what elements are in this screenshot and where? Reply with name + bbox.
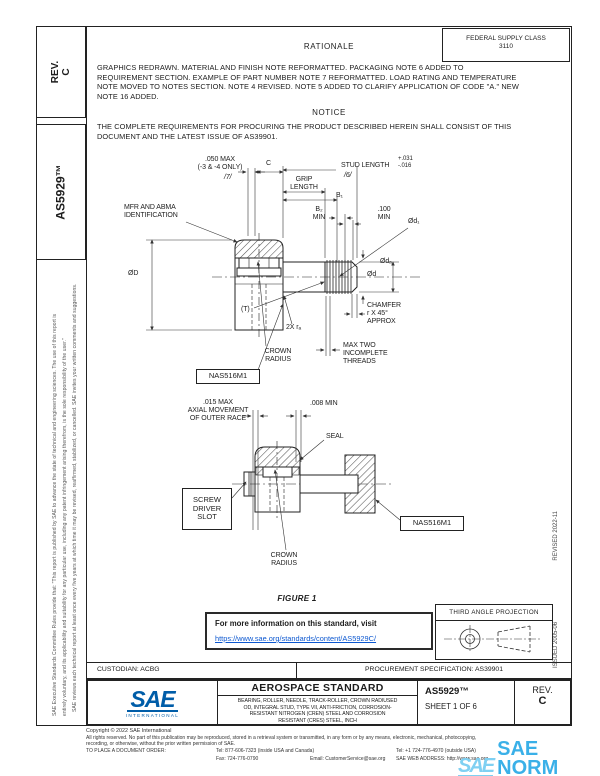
tel-outside: Tel: +1 724-776-4970 (outside USA) <box>396 748 476 754</box>
figure-1-line-art <box>146 166 420 551</box>
notice-text: THE COMPLETE REQUIREMENTS FOR PROCURING … <box>97 122 512 141</box>
rationale-heading: RATIONALE <box>303 42 355 51</box>
dim-label-b1: B₁ <box>336 192 343 199</box>
sae-logo-text: SAE <box>127 687 178 712</box>
rev-value: C <box>60 68 72 76</box>
figure-1: .050 MAX (-3 & -4 ONLY) /7/ C STUD LENGT… <box>86 150 478 608</box>
federal-supply-class-box: FEDERAL SUPPLY CLASS 3110 <box>442 28 570 62</box>
document-number-cell: AS5929™ SHEET 1 OF 6 <box>418 681 515 724</box>
dim-label-dia-d: Ød <box>367 271 377 278</box>
sidebar-divider <box>86 26 87 726</box>
label-axial-movement: .015 MAX AXIAL MOVEMENT OF OUTER RACE <box>187 399 249 423</box>
dim-label-008-min: .008 MIN <box>310 400 338 407</box>
note-ref-6: /6/ <box>344 172 352 179</box>
top-view-part <box>212 233 420 339</box>
dim-label-dia-D: ØD <box>128 270 139 277</box>
label-box-nas516m1-top: NAS516M1 <box>196 369 260 384</box>
fsc-label: FEDERAL SUPPLY CLASS <box>466 35 546 42</box>
disclaimer-column-2: entirely voluntary, and its applicabilit… <box>62 338 68 716</box>
standard-type: AEROSPACE STANDARD <box>218 681 417 696</box>
fax: Fax: 724-776-0790 <box>216 756 259 762</box>
sae-norm-watermark: SAE SAE NORM INTERNATIONAL ―――――― ○ ――――… <box>458 738 600 776</box>
label-crown-radius-bottom: CROWN RADIUS <box>270 552 298 568</box>
dim-label-dia-da: Ødₐ <box>380 258 392 265</box>
tel-inside: Tel: 877-606-7323 (inside USA and Canada… <box>216 748 315 754</box>
revision-value: C <box>538 695 547 707</box>
sae-logo-subtext: INTERNATIONAL <box>125 712 180 718</box>
bottom-view-dimensions <box>231 410 401 551</box>
sheet-number: SHEET 1 OF 6 <box>425 702 477 711</box>
label-mfr-abma-identification: MFR AND ABMA IDENTIFICATION <box>124 204 178 220</box>
revision-label: REV. <box>532 685 553 695</box>
document-number: AS5929™ <box>425 686 469 697</box>
standard-title: BEARING, ROLLER, NEEDLE, TRACK-ROLLER, C… <box>237 698 398 724</box>
more-info-text: For more information on this standard, v… <box>215 619 377 628</box>
custodian-row: CUSTODIAN: ACBG PROCUREMENT SPECIFICATIO… <box>86 662 572 679</box>
third-angle-projection-icon <box>444 625 542 653</box>
top-view-dimensions <box>146 166 409 371</box>
email: Email: CustomerService@sae.org <box>310 756 386 762</box>
watermark-sae-glyph: SAE <box>458 755 495 776</box>
standard-link[interactable]: https://www.sae.org/standards/content/AS… <box>215 634 377 643</box>
dim-label-stud-tolerance: +.031 -.016 <box>398 156 413 169</box>
revision-history-vertical: ISSUED 2005-06 REVISED 2022-11 <box>553 511 559 668</box>
procurement-specification: PROCUREMENT SPECIFICATION: AS39901 <box>365 666 503 673</box>
sae-logo: SAE INTERNATIONAL <box>88 681 218 724</box>
custodian: CUSTODIAN: ACBG <box>87 663 297 678</box>
rev-label: REV. <box>49 60 61 84</box>
dim-label-b2-min: B₂ MIN <box>312 206 326 222</box>
bottom-view-part <box>232 441 392 519</box>
revision-cell: REV. C <box>515 681 570 724</box>
disclaimer-column-1: SAE Executive Standards Committee Rules … <box>52 313 58 716</box>
label-seal: SEAL <box>326 433 344 440</box>
third-angle-projection-box: THIRD ANGLE PROJECTION <box>435 604 553 660</box>
label-max-two-incomplete-threads: MAX TWO INCOMPLETE THREADS <box>343 342 388 366</box>
dim-label-dia-d1: Ød₁ <box>408 218 420 225</box>
figure-caption: FIGURE 1 <box>277 594 317 603</box>
copyright-line: Copyright © 2022 SAE International <box>86 728 172 734</box>
dim-label-stud-length: STUD LENGTH <box>341 162 390 169</box>
order-label: TO PLACE A DOCUMENT ORDER: <box>86 748 166 754</box>
more-info-box: For more information on this standard, v… <box>205 612 433 650</box>
dim-label-c: C <box>266 160 271 167</box>
dim-label-grip-length: GRIP LENGTH <box>290 176 318 192</box>
rights-text: All rights reserved. No part of this pub… <box>86 735 477 747</box>
standard-title-cell: AEROSPACE STANDARD BEARING, ROLLER, NEED… <box>218 681 418 724</box>
fsc-value: 3110 <box>499 43 513 50</box>
label-box-screwdriver-slot: SCREW DRIVER SLOT <box>182 488 232 530</box>
disclaimer-column-3: SAE reviews each technical report at lea… <box>72 283 78 712</box>
watermark-text: SAE NORM <box>497 738 559 776</box>
label-chamfer: CHAMFER r X 45° APPROX <box>367 302 401 326</box>
label-box-nas516m1-bottom: NAS516M1 <box>400 516 464 531</box>
notice-heading: NOTICE <box>312 108 346 117</box>
rev-sidebox: REV. C <box>36 26 86 118</box>
dim-label-050-max: .050 MAX (-3 & -4 ONLY) <box>197 156 243 172</box>
projection-label: THIRD ANGLE PROJECTION <box>436 605 552 621</box>
note-ref-7: /7/ <box>224 174 232 181</box>
label-2x-ra: 2X rₐ <box>286 324 301 331</box>
rationale-text: GRAPHICS REDRAWN. MATERIAL AND FINISH NO… <box>97 63 519 101</box>
web-address: SAE WEB ADDRESS: http://www.sae.org <box>396 756 488 762</box>
dim-label-100-min: .100 MIN <box>377 206 391 222</box>
title-block: SAE INTERNATIONAL AEROSPACE STANDARD BEA… <box>86 679 572 726</box>
label-t-ref: (T) <box>241 306 250 313</box>
doc-number-vertical: AS5929™ <box>54 164 68 220</box>
label-crown-radius-top: CROWN RADIUS <box>264 348 292 364</box>
doc-number-sidebox: AS5929™ <box>36 124 86 260</box>
revised-date: REVISED 2022-11 <box>553 511 559 561</box>
